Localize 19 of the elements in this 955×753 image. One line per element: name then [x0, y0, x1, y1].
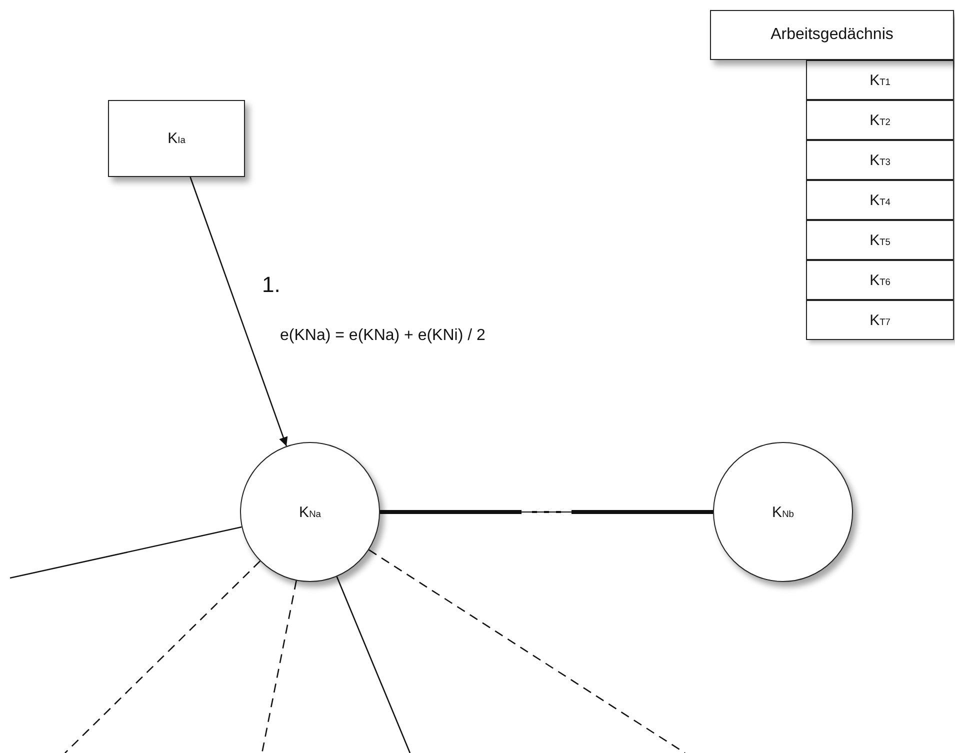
table-row: [806, 100, 954, 140]
connector-line: [368, 549, 686, 753]
table-row: [806, 220, 954, 260]
connector-line: [336, 576, 411, 753]
table-row: [806, 180, 954, 220]
table-row: [806, 60, 954, 100]
connector-line: [10, 526, 242, 579]
connector-line: [261, 580, 297, 753]
table-row: [806, 140, 954, 180]
process-box: [108, 100, 245, 177]
table-row: [806, 260, 954, 300]
step-number: 1.: [262, 272, 280, 298]
header-box: [710, 10, 954, 60]
connector-line: [64, 560, 261, 753]
node-label: Arbeitsgedächnis: [770, 26, 894, 44]
formula-text: e(KNa) = e(KNa) + e(KNi) / 2: [280, 327, 486, 345]
table-row: [806, 300, 954, 340]
arrow: [190, 176, 288, 446]
connector-line: [380, 510, 713, 514]
